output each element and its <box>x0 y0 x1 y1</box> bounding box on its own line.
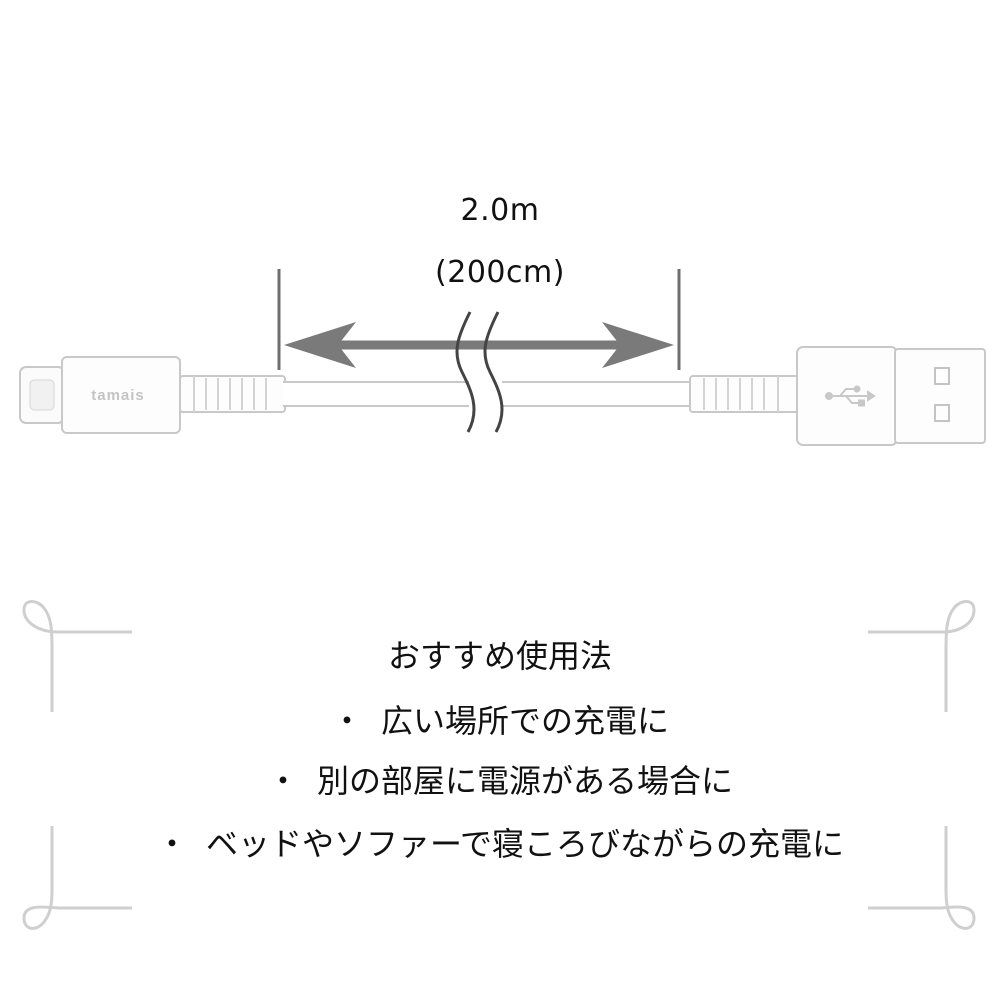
cable-break-symbol <box>455 311 504 433</box>
usb-c-connector: tamais <box>19 356 181 434</box>
cable-right-section <box>497 381 693 407</box>
brand-mark: tamais <box>91 387 145 404</box>
right-strain-relief <box>689 375 799 413</box>
length-meters-label: 2.0m <box>460 193 540 228</box>
usage-item-text: ベッドやソファーで寝ころびながらの充電に <box>205 825 845 863</box>
bullet-mark: ・ <box>266 762 299 800</box>
decorative-frame <box>22 600 976 930</box>
usage-item: ・ベッドやソファーで寝ころびながらの充電に <box>0 828 1000 860</box>
usage-item-text: 広い場所での充電に <box>381 702 670 740</box>
usage-item: ・広い場所での充電に <box>0 705 1000 737</box>
cable-left-section <box>283 381 473 407</box>
usb-symbol-icon <box>825 385 876 407</box>
bullet-mark: ・ <box>155 825 188 863</box>
usb-a-connector <box>796 346 986 446</box>
dimension-arrow <box>284 322 674 368</box>
usage-item-text: 別の部屋に電源がある場合に <box>317 762 734 800</box>
usage-item: ・別の部屋に電源がある場合に <box>0 765 1000 797</box>
bullet-mark: ・ <box>330 702 363 740</box>
usage-title: おすすめ使用法 <box>387 637 612 675</box>
left-strain-relief <box>179 375 286 413</box>
length-centimeters-label: (200cm) <box>435 255 565 290</box>
